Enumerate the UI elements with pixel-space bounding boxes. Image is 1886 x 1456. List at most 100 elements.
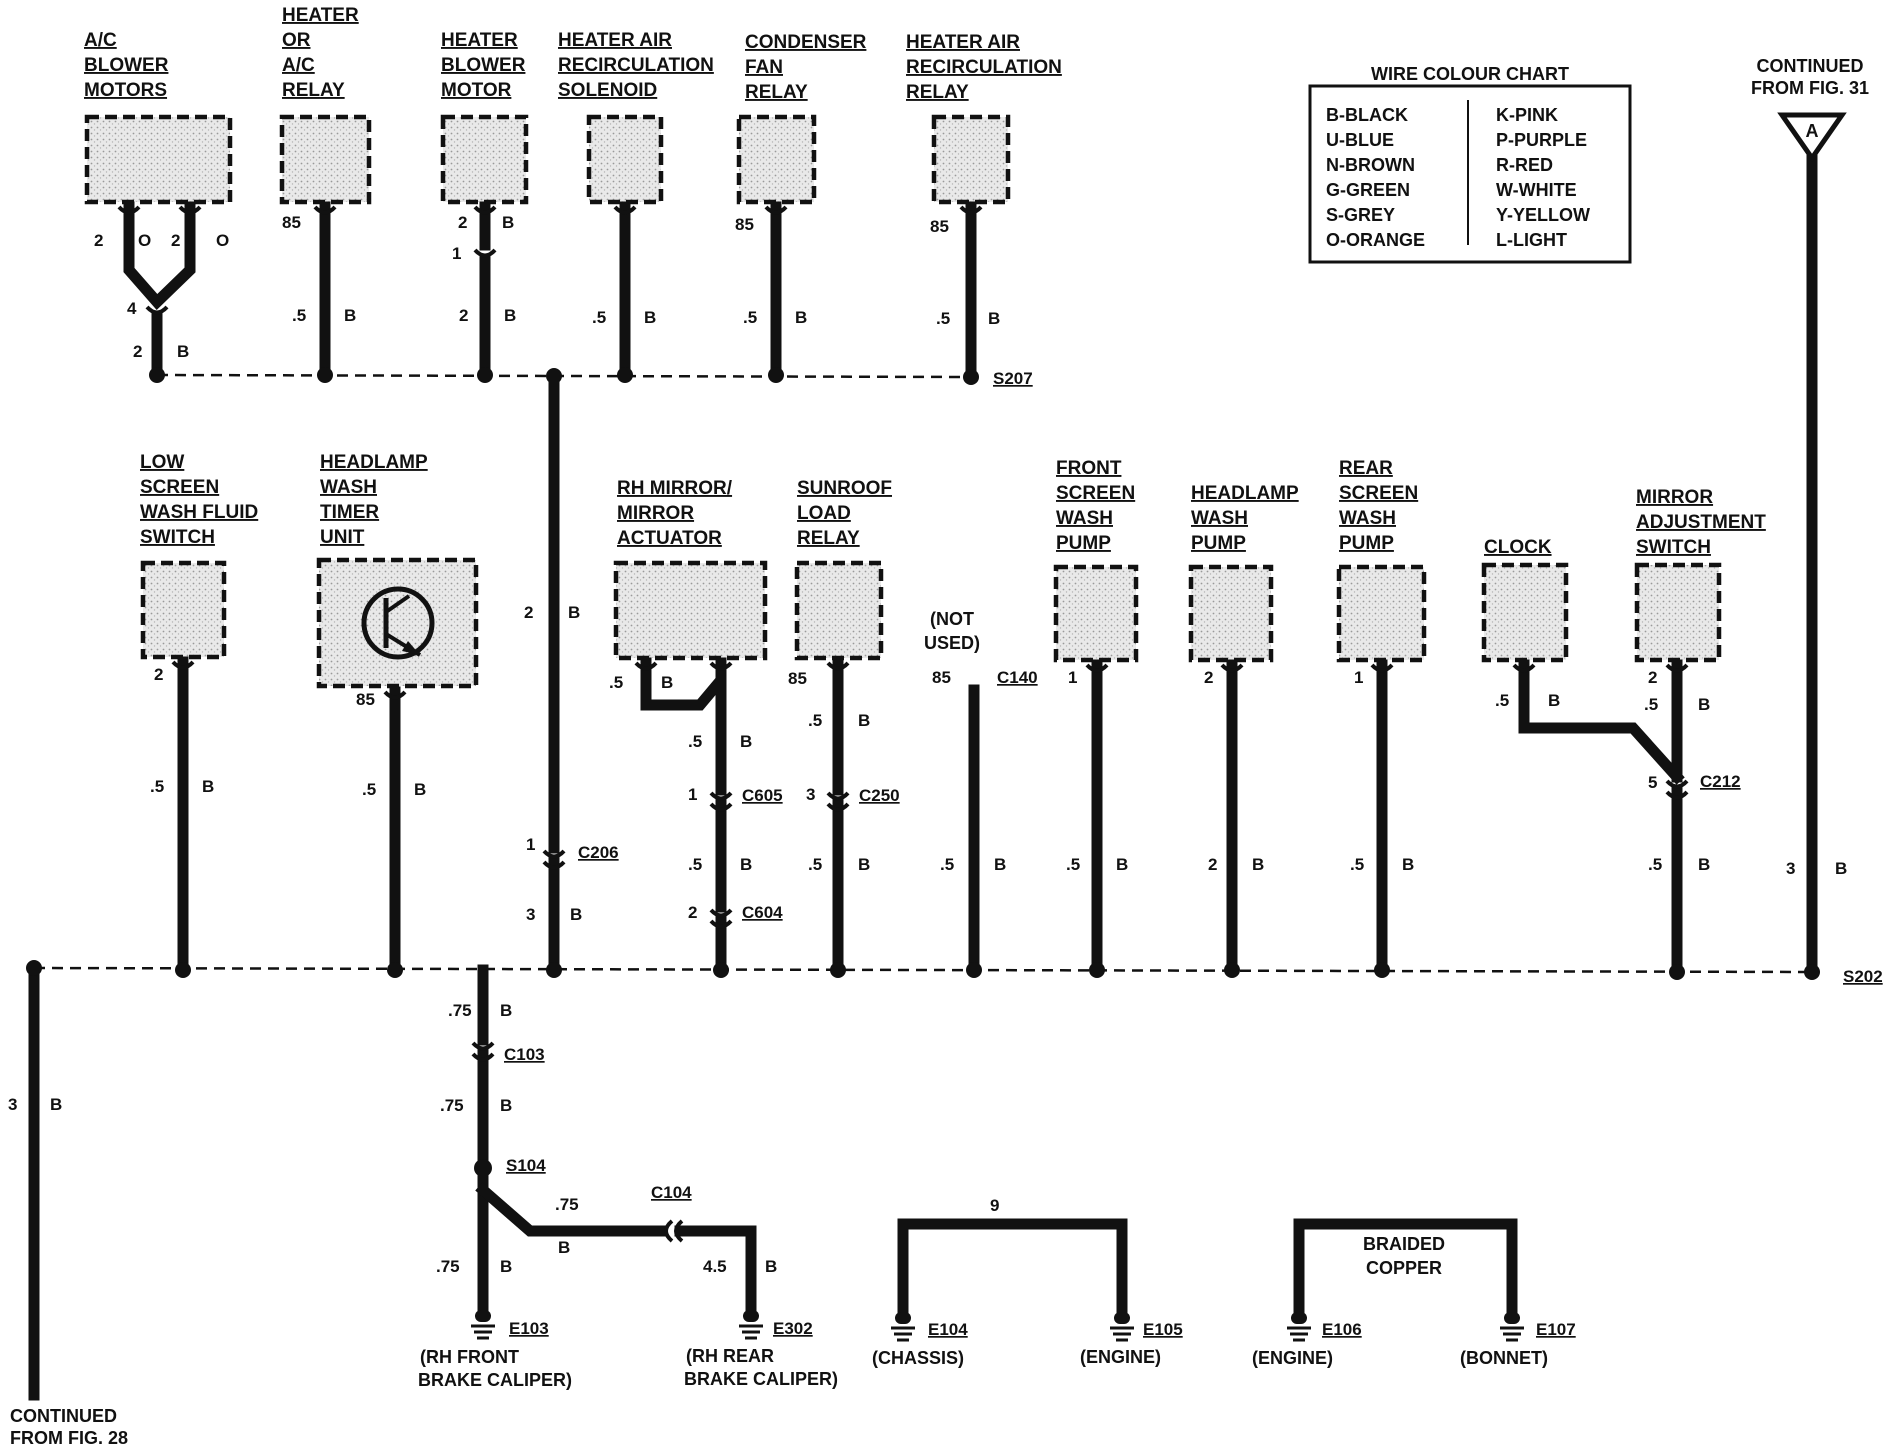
wire-label: .5	[1644, 695, 1658, 714]
ground-id: E302	[773, 1319, 813, 1338]
wire-label: 1	[1354, 668, 1363, 687]
rh-mirror-actuator-box	[613, 560, 768, 661]
ground-e107-icon	[1500, 1312, 1524, 1342]
wire-label: B	[558, 1238, 570, 1257]
component-label: ACTUATOR	[617, 528, 722, 549]
wire-label: B	[568, 603, 580, 622]
wire-label: B	[50, 1095, 62, 1114]
wire-label: B	[1698, 855, 1710, 874]
ground-e104-icon	[891, 1312, 915, 1342]
wire-label: .5	[609, 673, 623, 692]
ground-desc: (ENGINE)	[1080, 1347, 1161, 1367]
component-label: CONDENSER	[745, 32, 867, 53]
legend-item: B-BLACK	[1326, 105, 1408, 125]
component-label: PUMP	[1056, 533, 1111, 554]
wire-label: B	[858, 711, 870, 730]
wire-label: .5	[362, 780, 376, 799]
heater-blower-motor-box	[440, 114, 529, 205]
component-label: RELAY	[797, 528, 860, 549]
component-label: CLOCK	[1484, 537, 1552, 558]
wire-label: .5	[292, 306, 306, 325]
front-screen-wash-pump-box	[1053, 564, 1139, 663]
wire-label: 9	[990, 1196, 999, 1215]
wire-label: .5	[1648, 855, 1662, 874]
component-label: RELAY	[906, 82, 969, 103]
component-label: SWITCH	[1636, 537, 1711, 558]
sunroof-load-relay-box	[794, 560, 884, 661]
wire-label: 2	[171, 231, 180, 250]
ground-desc: (BONNET)	[1460, 1348, 1548, 1368]
wire-label: B	[414, 780, 426, 799]
ground-e106-icon	[1287, 1312, 1311, 1342]
wire-label: B	[1252, 855, 1264, 874]
component-label: SCREEN	[140, 477, 219, 498]
wire-label: .5	[150, 777, 164, 796]
wire-label: B	[500, 1257, 512, 1276]
wire-label: 3	[1786, 859, 1795, 878]
wire-label: B	[740, 732, 752, 751]
braided-label: COPPER	[1366, 1258, 1442, 1278]
connector-label: C212	[1700, 772, 1741, 791]
connector-a-label: A	[1806, 121, 1819, 141]
splice-label: S207	[993, 369, 1033, 388]
wire-label: 85	[932, 668, 951, 687]
component-label: MOTORS	[84, 80, 167, 101]
continued-label: FROM FIG. 31	[1751, 78, 1869, 98]
wire-label: B	[1116, 855, 1128, 874]
wire-label: 85	[356, 690, 375, 709]
wire-labels: 2 O 2 O 4 2 B 85 .5 B 2 B 1 2 B .5 B 85 …	[8, 213, 1847, 1276]
wire-label: 2	[133, 342, 142, 361]
wire-label: 85	[735, 215, 754, 234]
top-wires	[117, 201, 983, 385]
legend-item: N-BROWN	[1326, 155, 1415, 175]
ground-id: E106	[1322, 1320, 1362, 1339]
legend-item: K-PINK	[1496, 105, 1558, 125]
wire-label: B	[661, 673, 673, 692]
legend-item: L-LIGHT	[1496, 230, 1567, 250]
component-label: RECIRCULATION	[906, 57, 1062, 78]
ground-id: E107	[1536, 1320, 1576, 1339]
connector-label: C605	[742, 786, 783, 805]
wire-label: B	[202, 777, 214, 796]
component-label: PUMP	[1339, 533, 1394, 554]
component-label: RELAY	[282, 80, 345, 101]
component-label: LOW	[140, 452, 184, 473]
component-label: UNIT	[320, 527, 365, 548]
wire-label: .75	[555, 1195, 579, 1214]
component-label: OR	[282, 30, 311, 51]
ground-id: E104	[928, 1320, 968, 1339]
wire-label: 3	[8, 1095, 17, 1114]
component-label: A/C	[282, 55, 315, 76]
wire-colour-chart: WIRE COLOUR CHART B-BLACK U-BLUE N-BROWN…	[1308, 64, 1632, 264]
rear-screen-wash-pump-box	[1336, 564, 1427, 663]
component-label: SWITCH	[140, 527, 215, 548]
component-label: BLOWER	[84, 55, 169, 76]
wire-label: .5	[743, 308, 757, 327]
component-label: PUMP	[1191, 533, 1246, 554]
wire-label: O	[138, 231, 151, 250]
wire-label: B	[1698, 695, 1710, 714]
wire-label: .75	[436, 1257, 460, 1276]
wire-label: 3	[526, 905, 535, 924]
wire-label: B	[740, 855, 752, 874]
legend-title: WIRE COLOUR CHART	[1371, 64, 1569, 84]
component-label: MIRROR	[1636, 487, 1713, 508]
wire-label: .5	[688, 855, 702, 874]
wire-label: 1	[452, 244, 461, 263]
connector-label: C250	[859, 786, 900, 805]
splice-label: S104	[506, 1156, 546, 1175]
wire-label: B	[765, 1257, 777, 1276]
link-wire-c206	[542, 370, 566, 978]
wire-label: 2	[94, 231, 103, 250]
wire-label: B	[644, 308, 656, 327]
component-label: SCREEN	[1056, 483, 1135, 504]
ac-blower-motors-box	[84, 114, 233, 205]
component-label: WASH FLUID	[140, 502, 258, 523]
wire-label: 85	[282, 213, 301, 232]
continued-label: FROM FIG. 28	[10, 1428, 128, 1448]
connector-label: C140	[997, 668, 1038, 687]
continued-label: CONTINUED	[10, 1406, 117, 1426]
component-label: WASH	[320, 477, 377, 498]
component-label: MOTOR	[441, 80, 512, 101]
